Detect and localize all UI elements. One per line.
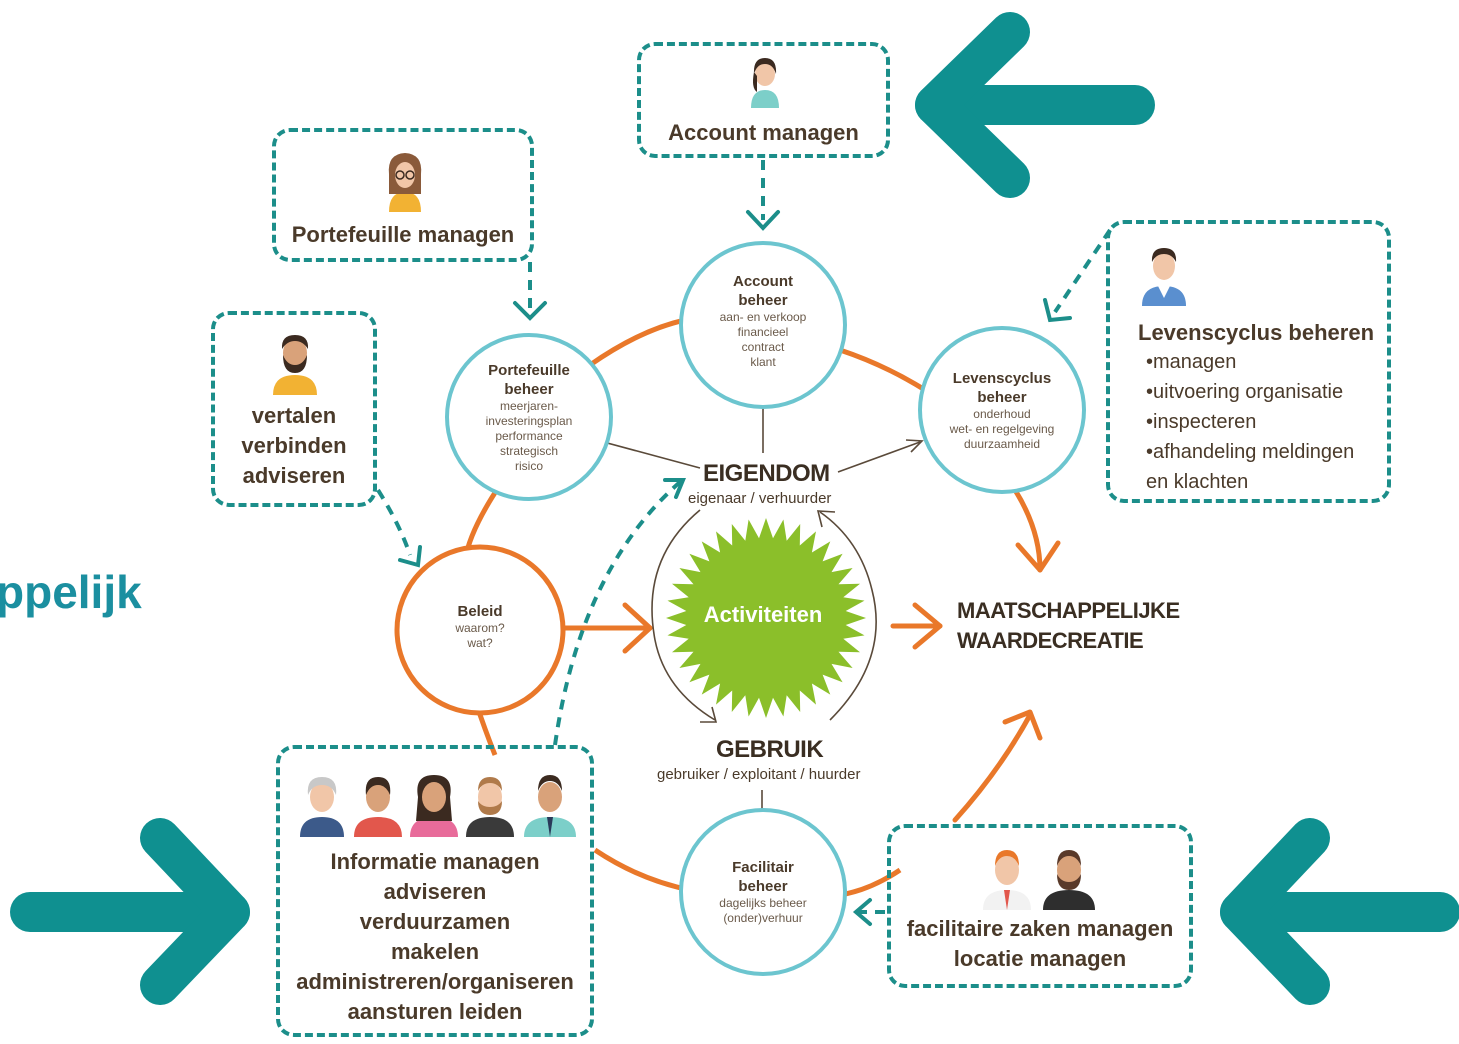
circle-title: Portefeuille xyxy=(488,362,570,379)
orange-arrows xyxy=(559,487,1061,823)
circle-title: Beleid xyxy=(457,603,503,620)
avatar-2 xyxy=(354,777,402,837)
levenscyclus-item: •inspecteren xyxy=(1146,411,1257,433)
cut-off-heading: ppelijk xyxy=(0,566,142,618)
levenscyclus-item: en klachten xyxy=(1146,471,1249,493)
facilitaire-zaken-box: facilitaire zaken managen locatie manage… xyxy=(887,824,1193,988)
circle-title: Levenscyclus xyxy=(952,370,1052,387)
avatar-right xyxy=(1043,850,1095,910)
activiteiten-starburst xyxy=(666,518,866,718)
informatie-line: administreren/organiseren xyxy=(296,969,574,994)
circle-title: beheer xyxy=(977,389,1027,406)
outcome-line: MAATSCHAPPELIJKE xyxy=(957,598,1180,623)
circle-line: wat? xyxy=(467,636,493,650)
beleid-circle xyxy=(394,544,566,716)
bearded-man-avatar-icon xyxy=(273,335,317,395)
circle-line: risico xyxy=(514,459,543,473)
levenscyclus-list: •managen •uitvoering organisatie •inspec… xyxy=(1146,347,1354,497)
portefeuille-managen-box: Portefeuille managen xyxy=(272,128,534,262)
circle-line: waarom? xyxy=(455,621,505,635)
beleid-circle-text: Beleid waarom? wat? xyxy=(420,602,540,651)
circle-line: strategisch xyxy=(499,444,559,458)
eigendom-sub-label: eigenaar / verhuurder xyxy=(688,490,832,507)
verbinden-line: verbinden xyxy=(241,433,347,458)
circle-line: duurzaamheid xyxy=(963,437,1041,451)
big-teal-arrow-bottom-right xyxy=(1220,818,1459,1005)
eigendom-label: EIGENDOM xyxy=(703,460,830,487)
facilitaire-line: locatie managen xyxy=(953,946,1127,971)
informatie-lines: Informatie managen adviseren verduurzame… xyxy=(280,847,590,1027)
portefeuille-managen-title: Portefeuille managen xyxy=(291,222,515,247)
circle-line: performance xyxy=(495,429,563,443)
levenscyclus-item: •uitvoering organisatie xyxy=(1146,381,1344,403)
circles xyxy=(445,241,1086,976)
levenscyclus-item: •afhandeling meldingen xyxy=(1146,441,1355,463)
vertalen-line: vertalen xyxy=(251,403,337,428)
avatar-left xyxy=(983,850,1031,910)
big-teal-arrow-top xyxy=(915,12,1155,198)
informatie-line: Informatie managen xyxy=(330,849,540,874)
woman-avatar-icon xyxy=(751,58,779,108)
teal-arrowheads xyxy=(398,210,1072,926)
circle-line: onderhoud xyxy=(973,407,1031,421)
avatar-4 xyxy=(466,777,514,837)
gebruik-sub-label: gebruiker / exploitant / huurder xyxy=(657,766,861,783)
adviseren-line: adviseren xyxy=(242,463,346,488)
informatie-line: adviseren xyxy=(383,879,487,904)
informatie-line: makelen xyxy=(390,939,480,964)
circle-line: dagelijks beheer xyxy=(719,896,807,910)
avatar-1 xyxy=(300,777,344,837)
levenscyclus-item: •managen xyxy=(1146,351,1237,373)
circle-title: Account xyxy=(733,273,793,290)
group-of-five-avatars-icon xyxy=(300,775,576,837)
account-managen-box: Account managen xyxy=(637,42,890,158)
activiteiten-label: Activiteiten xyxy=(703,602,823,627)
circle-line: meerjaren- xyxy=(499,399,559,413)
portefeuille-beheer-circle-text: Portefeuille beheer meerjaren- investeri… xyxy=(459,361,599,474)
facilitaire-line: facilitaire zaken managen xyxy=(906,916,1174,941)
circle-line: aan- en verkoop xyxy=(719,310,807,324)
informatie-line: aansturen leiden xyxy=(347,999,523,1024)
gebruik-label: GEBRUIK xyxy=(716,736,824,763)
woman-glasses-avatar-icon xyxy=(388,153,422,212)
levenscyclus-beheer-circle-text: Levenscyclus beheer onderhoud wet- en re… xyxy=(932,369,1072,452)
maatschappelijke-waardecreatie-label: MAATSCHAPPELIJKE WAARDECREATIE xyxy=(957,596,1180,656)
avatar-3 xyxy=(410,775,458,837)
circle-line: financieel xyxy=(737,325,789,339)
circle-line: wet- en regelgeving xyxy=(949,422,1055,436)
facilitair-beheer-circle-text: Facilitair beheer dagelijks beheer (onde… xyxy=(693,858,833,926)
circle-title: Facilitair xyxy=(732,859,794,876)
circle-line: investeringsplan xyxy=(485,414,573,428)
account-managen-title: Account managen xyxy=(668,120,859,145)
avatar-5 xyxy=(524,775,576,837)
vertalen-box: vertalen verbinden adviseren xyxy=(211,311,377,507)
informatie-managen-box: Informatie managen adviseren verduurzame… xyxy=(276,745,594,1037)
circle-line: klant xyxy=(750,355,776,369)
teal-dashed-arrows xyxy=(376,160,1112,914)
informatie-line: verduurzamen xyxy=(359,909,511,934)
account-beheer-circle-text: Account beheer aan- en verkoop financiee… xyxy=(693,272,833,370)
facilitaire-lines: facilitaire zaken managen locatie manage… xyxy=(891,914,1189,974)
levenscyclus-title: Levenscyclus beheren xyxy=(1138,320,1375,345)
circle-line: contract xyxy=(741,340,785,354)
circle-title: beheer xyxy=(738,878,788,895)
outcome-line: WAARDECREATIE xyxy=(957,628,1144,653)
circle-title: beheer xyxy=(738,292,788,309)
circle-line: (onder)verhuur xyxy=(723,911,803,925)
man-avatar-icon xyxy=(1142,248,1186,306)
two-men-avatars-icon xyxy=(983,850,1095,910)
circle-title: beheer xyxy=(504,381,554,398)
vertalen-lines: vertalen verbinden adviseren xyxy=(215,401,373,491)
levenscyclus-beheren-box: Levenscyclus beheren •managen •uitvoerin… xyxy=(1106,220,1391,503)
big-teal-arrow-bottom-left xyxy=(10,818,250,1005)
